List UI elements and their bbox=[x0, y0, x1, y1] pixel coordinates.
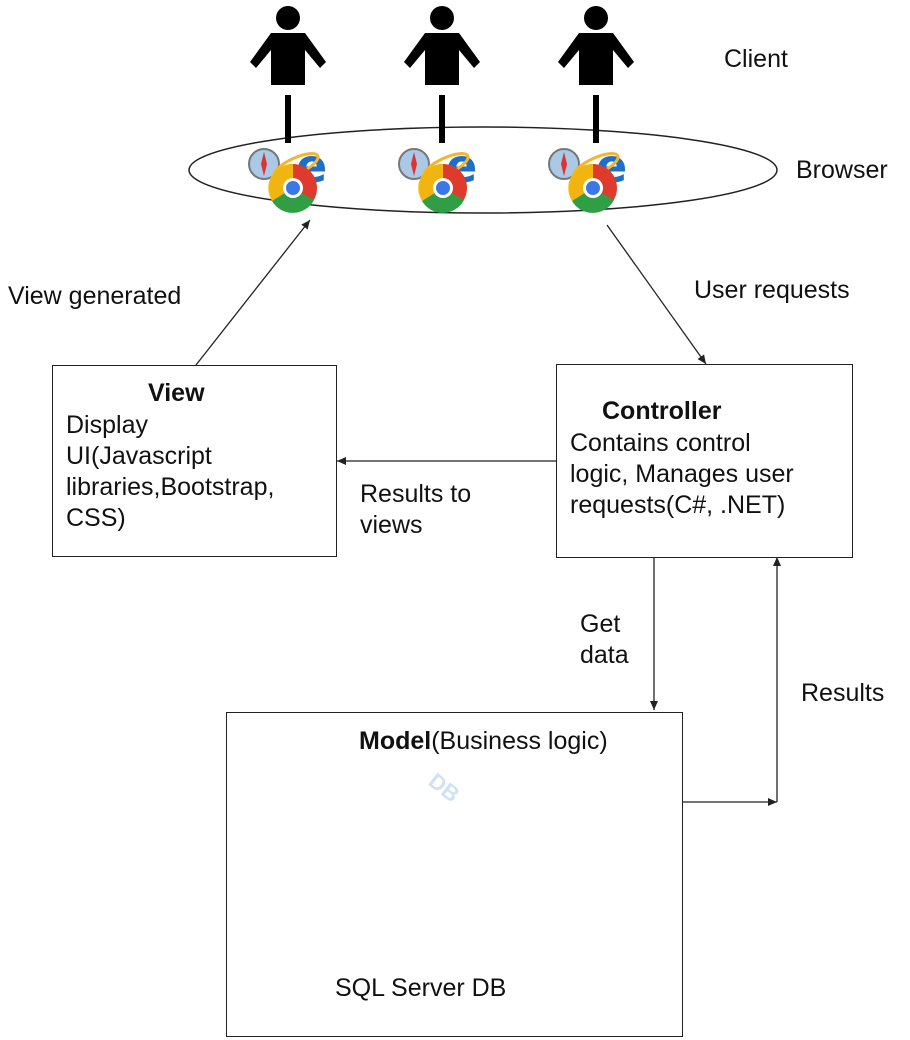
controller-title: Controller bbox=[602, 397, 722, 425]
model-box: Model(Business logic) SQL Server DB bbox=[226, 712, 683, 1037]
safari-icon bbox=[548, 148, 580, 180]
sql-server-caption: SQL Server DB bbox=[335, 974, 507, 1002]
safari-icon bbox=[248, 148, 280, 180]
safari-icon bbox=[398, 148, 430, 180]
model-title-rest: (Business logic) bbox=[431, 727, 608, 755]
chrome-icon bbox=[418, 163, 467, 213]
model-title: Model(Business logic) bbox=[359, 726, 608, 757]
arrow-view-generated bbox=[195, 219, 311, 366]
controller-description: Contains control logic, Manages user req… bbox=[570, 429, 794, 519]
browser-icons-3: e bbox=[548, 139, 627, 213]
browser-label: Browser bbox=[796, 156, 888, 184]
browser-icons-2: e bbox=[398, 139, 477, 213]
user-requests-label: User requests bbox=[694, 276, 850, 304]
controller-box: Controller Contains control logic, Manag… bbox=[556, 364, 853, 558]
client-label: Client bbox=[724, 45, 788, 73]
person-icon bbox=[250, 6, 326, 143]
model-title-bold: Model bbox=[359, 727, 432, 755]
get-data-label: Get data bbox=[580, 610, 629, 669]
browser-icons-1: e bbox=[248, 139, 327, 213]
browser-ellipse bbox=[188, 126, 778, 214]
person-icon bbox=[558, 6, 634, 143]
results-to-views-label: Results to views bbox=[360, 480, 472, 539]
person-icon bbox=[404, 6, 480, 143]
view-box: View Display UI(Javascript libraries,Boo… bbox=[52, 365, 337, 557]
results-label: Results bbox=[801, 679, 885, 707]
chrome-icon bbox=[268, 163, 317, 213]
view-title: View bbox=[148, 379, 205, 407]
view-generated-label: View generated bbox=[8, 282, 182, 310]
view-description: Display UI(Javascript libraries,Bootstra… bbox=[66, 411, 275, 532]
chrome-icon bbox=[568, 163, 617, 213]
arrow-user-requests bbox=[606, 224, 707, 365]
